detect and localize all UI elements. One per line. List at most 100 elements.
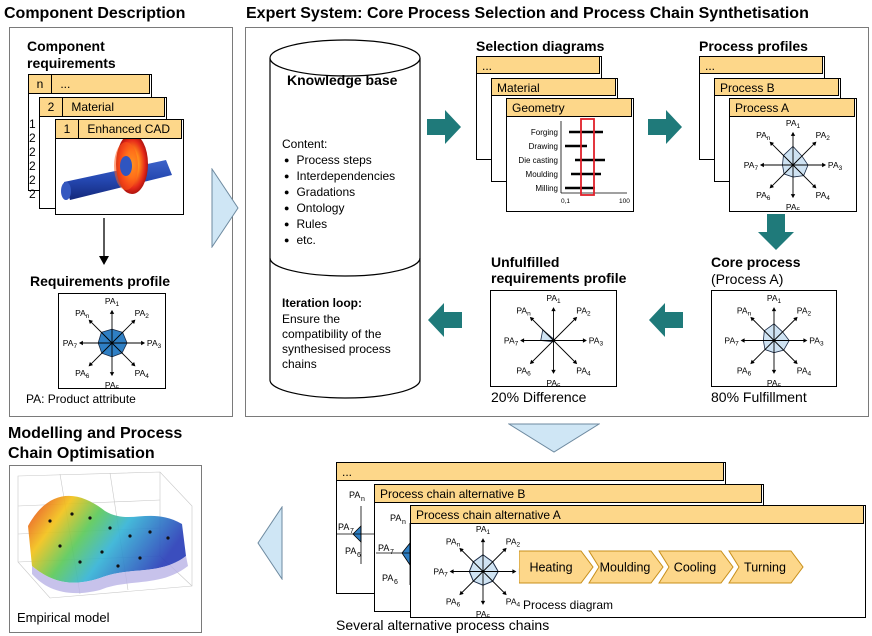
radar-label: PA6 — [75, 368, 90, 380]
selection-axis-min: 0,1 — [561, 198, 570, 205]
radar-arrowhead — [803, 338, 808, 343]
knowledge-base-item: Ontology — [284, 201, 395, 217]
requirements-profile-card: PA1PA2PA3PA4PA5PA6PA7PAn — [58, 293, 166, 392]
selection-row-label: Drawing — [529, 142, 558, 151]
radar-label: PA6 — [446, 596, 461, 608]
selection-row-label: Moulding — [526, 170, 558, 179]
radar-label-sub: 1 — [797, 123, 801, 130]
radar-label-sub: 5 — [797, 207, 801, 210]
radar-axis — [771, 143, 794, 166]
radar-label-sub: 7 — [390, 549, 394, 556]
radar-label: PA2 — [506, 537, 521, 549]
radar-arrowhead — [131, 362, 136, 367]
radar-label-sub: n — [86, 313, 90, 320]
teal-arrow-down-icon — [758, 214, 794, 250]
process-step-label: Moulding — [600, 561, 651, 575]
process-step-chevron — [728, 550, 804, 584]
radar-axis — [773, 318, 796, 341]
radar-label: PA7 — [724, 336, 739, 348]
radar-arrowhead — [88, 319, 93, 324]
radar-label-sub: 3 — [820, 341, 824, 348]
radar-label: PA7 — [63, 338, 78, 350]
radar-label-sub: 4 — [587, 370, 591, 377]
selection-card-material-header: Material — [491, 78, 616, 96]
selection-row-label: Die casting — [518, 156, 558, 165]
radar-arrowhead — [572, 359, 578, 365]
requirement-card-n-header: n ... — [28, 74, 150, 94]
process-step-label: Cooling — [674, 561, 716, 575]
radar-axis — [90, 321, 113, 344]
iteration-loop-text: Ensure the compatibility of the synthesi… — [282, 312, 391, 371]
radar-label-sub: 3 — [839, 165, 843, 172]
radar-arrowhead — [529, 316, 535, 322]
radar-label: PA5 — [476, 609, 491, 617]
expert-system-title: Expert System: Core Process Selection an… — [246, 5, 809, 22]
radar-axis — [111, 342, 134, 365]
right-arrow-large-icon — [211, 168, 239, 248]
core-process-heading: Core process — [711, 254, 801, 270]
process-step-chevron — [519, 550, 594, 584]
radar-label-sub: n — [457, 542, 461, 549]
radar-label: PA7 — [433, 567, 448, 579]
profile-card-process-a-header: Process A — [729, 98, 855, 117]
radar-axis — [752, 340, 775, 363]
radar-axis — [111, 321, 134, 344]
radar-label: PA4 — [506, 596, 521, 608]
radar-axis — [482, 571, 505, 594]
knowledge-base-item: Gradations — [284, 185, 395, 201]
empirical-model-caption: Empirical model — [17, 610, 110, 625]
radar-arrowhead — [78, 340, 83, 346]
radar-label-sub: 4 — [808, 370, 812, 377]
unfulfilled-caption: 20% Difference — [491, 389, 587, 405]
radar-label: PA — [378, 543, 389, 553]
teal-arrow-right-icon — [427, 110, 461, 144]
radar-label-sub: 3 — [158, 343, 162, 350]
radar-arrowhead — [790, 131, 796, 136]
knowledge-base-item: Interdependencies — [284, 169, 395, 185]
process-diagram-label: Process diagram — [523, 598, 614, 612]
radar-label-sub: 1 — [557, 298, 561, 305]
radar-label: PAn — [516, 306, 531, 318]
radar-label: PAn — [446, 537, 461, 549]
radar-label: PA1 — [476, 524, 491, 536]
radar-axis — [482, 549, 505, 572]
requirement-card-material-number: 2 — [40, 98, 63, 116]
radar-label: PA2 — [816, 130, 831, 142]
radar-label-sub: 5 — [557, 383, 561, 386]
down-arrow-large-icon — [508, 423, 600, 453]
process-profiles-heading: Process profiles — [699, 38, 808, 54]
chain-card-more-header: ... — [336, 462, 724, 481]
knowledge-base-item: etc. — [284, 233, 395, 249]
radar-axis — [771, 164, 794, 187]
radar-arrowhead — [480, 538, 486, 543]
radar-label: PA7 — [504, 336, 519, 348]
requirements-profile-heading: Requirements profile — [30, 273, 171, 289]
requirement-card-n-number: n — [29, 75, 52, 93]
radar-label-sub: n — [361, 496, 365, 503]
radar-label-sub: 6 — [767, 195, 771, 202]
radar-arrowhead — [572, 316, 578, 322]
radar-label-sub: n — [527, 311, 531, 318]
chain-b-radar-partial: PA n PA 7 PA 6 — [376, 513, 414, 586]
core-process-caption: 80% Fulfillment — [711, 389, 807, 405]
iteration-loop-title: Iteration loop: — [282, 296, 362, 310]
requirement-card-material-header: 2 Material — [39, 97, 165, 117]
chain-card-b-header: Process chain alternative B — [374, 484, 762, 503]
radar-label: PA3 — [147, 338, 162, 350]
process-step-chevron — [658, 550, 734, 584]
knowledge-base-list: Process steps Interdependencies Gradatio… — [284, 153, 395, 249]
radar-arrowhead — [502, 547, 507, 553]
radar-label-sub: n — [767, 135, 771, 142]
requirements-radar-chart: PA1PA2PA3PA4PA5PA6PA7PAn — [63, 296, 162, 392]
product-attribute-footnote: PA: Product attribute — [26, 392, 136, 406]
knowledge-base-item: Process steps — [284, 153, 395, 169]
modelling-title: Modelling and Process Chain Optimisation — [8, 425, 183, 462]
requirement-card-n-label: ... — [60, 77, 71, 91]
radar-arrowhead — [459, 590, 464, 596]
unfulfilled-profile-card: PA1PA2PA3PA4PA5PA6PA7PAn — [490, 290, 617, 390]
selection-card-more-header: ... — [476, 56, 600, 74]
radar-label-sub: 6 — [457, 601, 461, 608]
requirement-card-cad-label: Enhanced CAD — [87, 122, 171, 136]
radar-arrowhead — [769, 141, 774, 146]
